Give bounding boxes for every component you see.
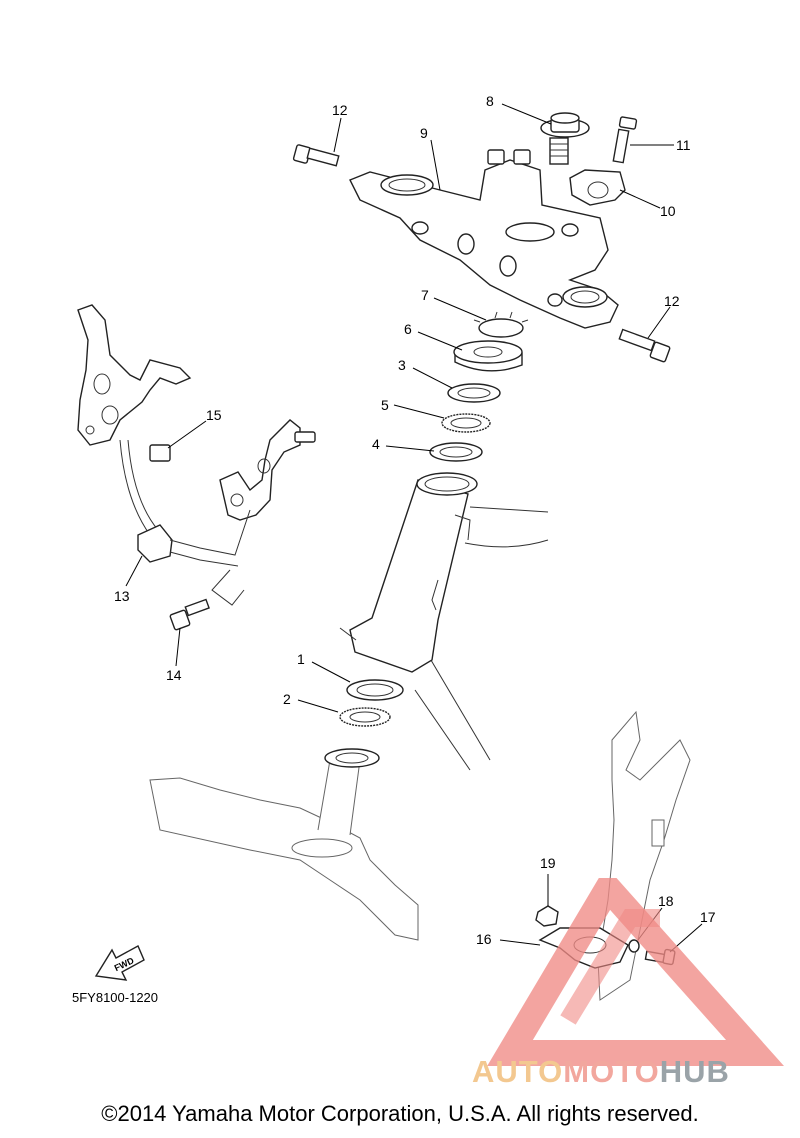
callout-8: 8 [486,93,494,109]
stem-nut [540,112,590,165]
washer-18 [628,939,640,953]
watermark-moto: MOTO [563,1054,660,1089]
callout-11: 11 [676,137,691,153]
callout-19: 19 [540,855,556,871]
bolt-14 [169,598,210,631]
callout-6: 6 [404,321,412,337]
bolt-12-left [292,144,340,167]
upper-bracket [349,149,619,329]
frame-lines [414,506,549,771]
callout-17: 17 [700,909,716,925]
copyright-notice: ©2014 Yamaha Motor Corporation, U.S.A. A… [101,1101,699,1126]
handlebar-holder [569,169,626,206]
head-pipe [339,472,478,673]
washer-6 [453,340,523,372]
callout-18: 18 [658,893,674,909]
seal-lower [324,748,380,768]
bolt-12-right [618,328,671,363]
race-1 [346,679,404,701]
automotohub-logo [487,878,784,1066]
left-bracket [77,304,316,606]
callout-12-top: 12 [332,102,348,118]
race-4 [429,442,483,462]
callout-7: 7 [421,287,429,303]
watermark-text: AUTOMOTOHUB [472,1054,730,1090]
diagram-code: 5FY8100-1220 [72,990,159,1005]
callout-16: 16 [476,931,492,947]
bearing-5 [441,413,491,433]
callout-3: 3 [398,357,406,373]
callout-2: 2 [283,691,291,707]
callout-1: 1 [297,651,305,667]
callout-4: 4 [372,436,380,452]
under-bracket [149,753,419,941]
watermark-auto: AUTO [472,1054,564,1089]
watermark-hub: HUB [659,1054,730,1089]
bolt-11 [612,116,638,164]
leader-lines [125,103,703,953]
callout-5: 5 [381,397,389,413]
callout-15: 15 [206,407,222,423]
callout-9: 9 [420,125,428,141]
callout-13: 13 [114,588,130,604]
callout-12-right: 12 [664,293,680,309]
fwd-arrow: FWD [94,945,145,981]
callout-14: 14 [166,667,182,683]
bearing-2 [339,707,391,727]
callout-10: 10 [660,203,676,219]
callout-labels: 1 2 3 4 5 6 7 8 9 10 11 12 12 13 14 15 1… [114,93,716,947]
race-3 [447,383,501,403]
ring-nut [473,311,529,338]
